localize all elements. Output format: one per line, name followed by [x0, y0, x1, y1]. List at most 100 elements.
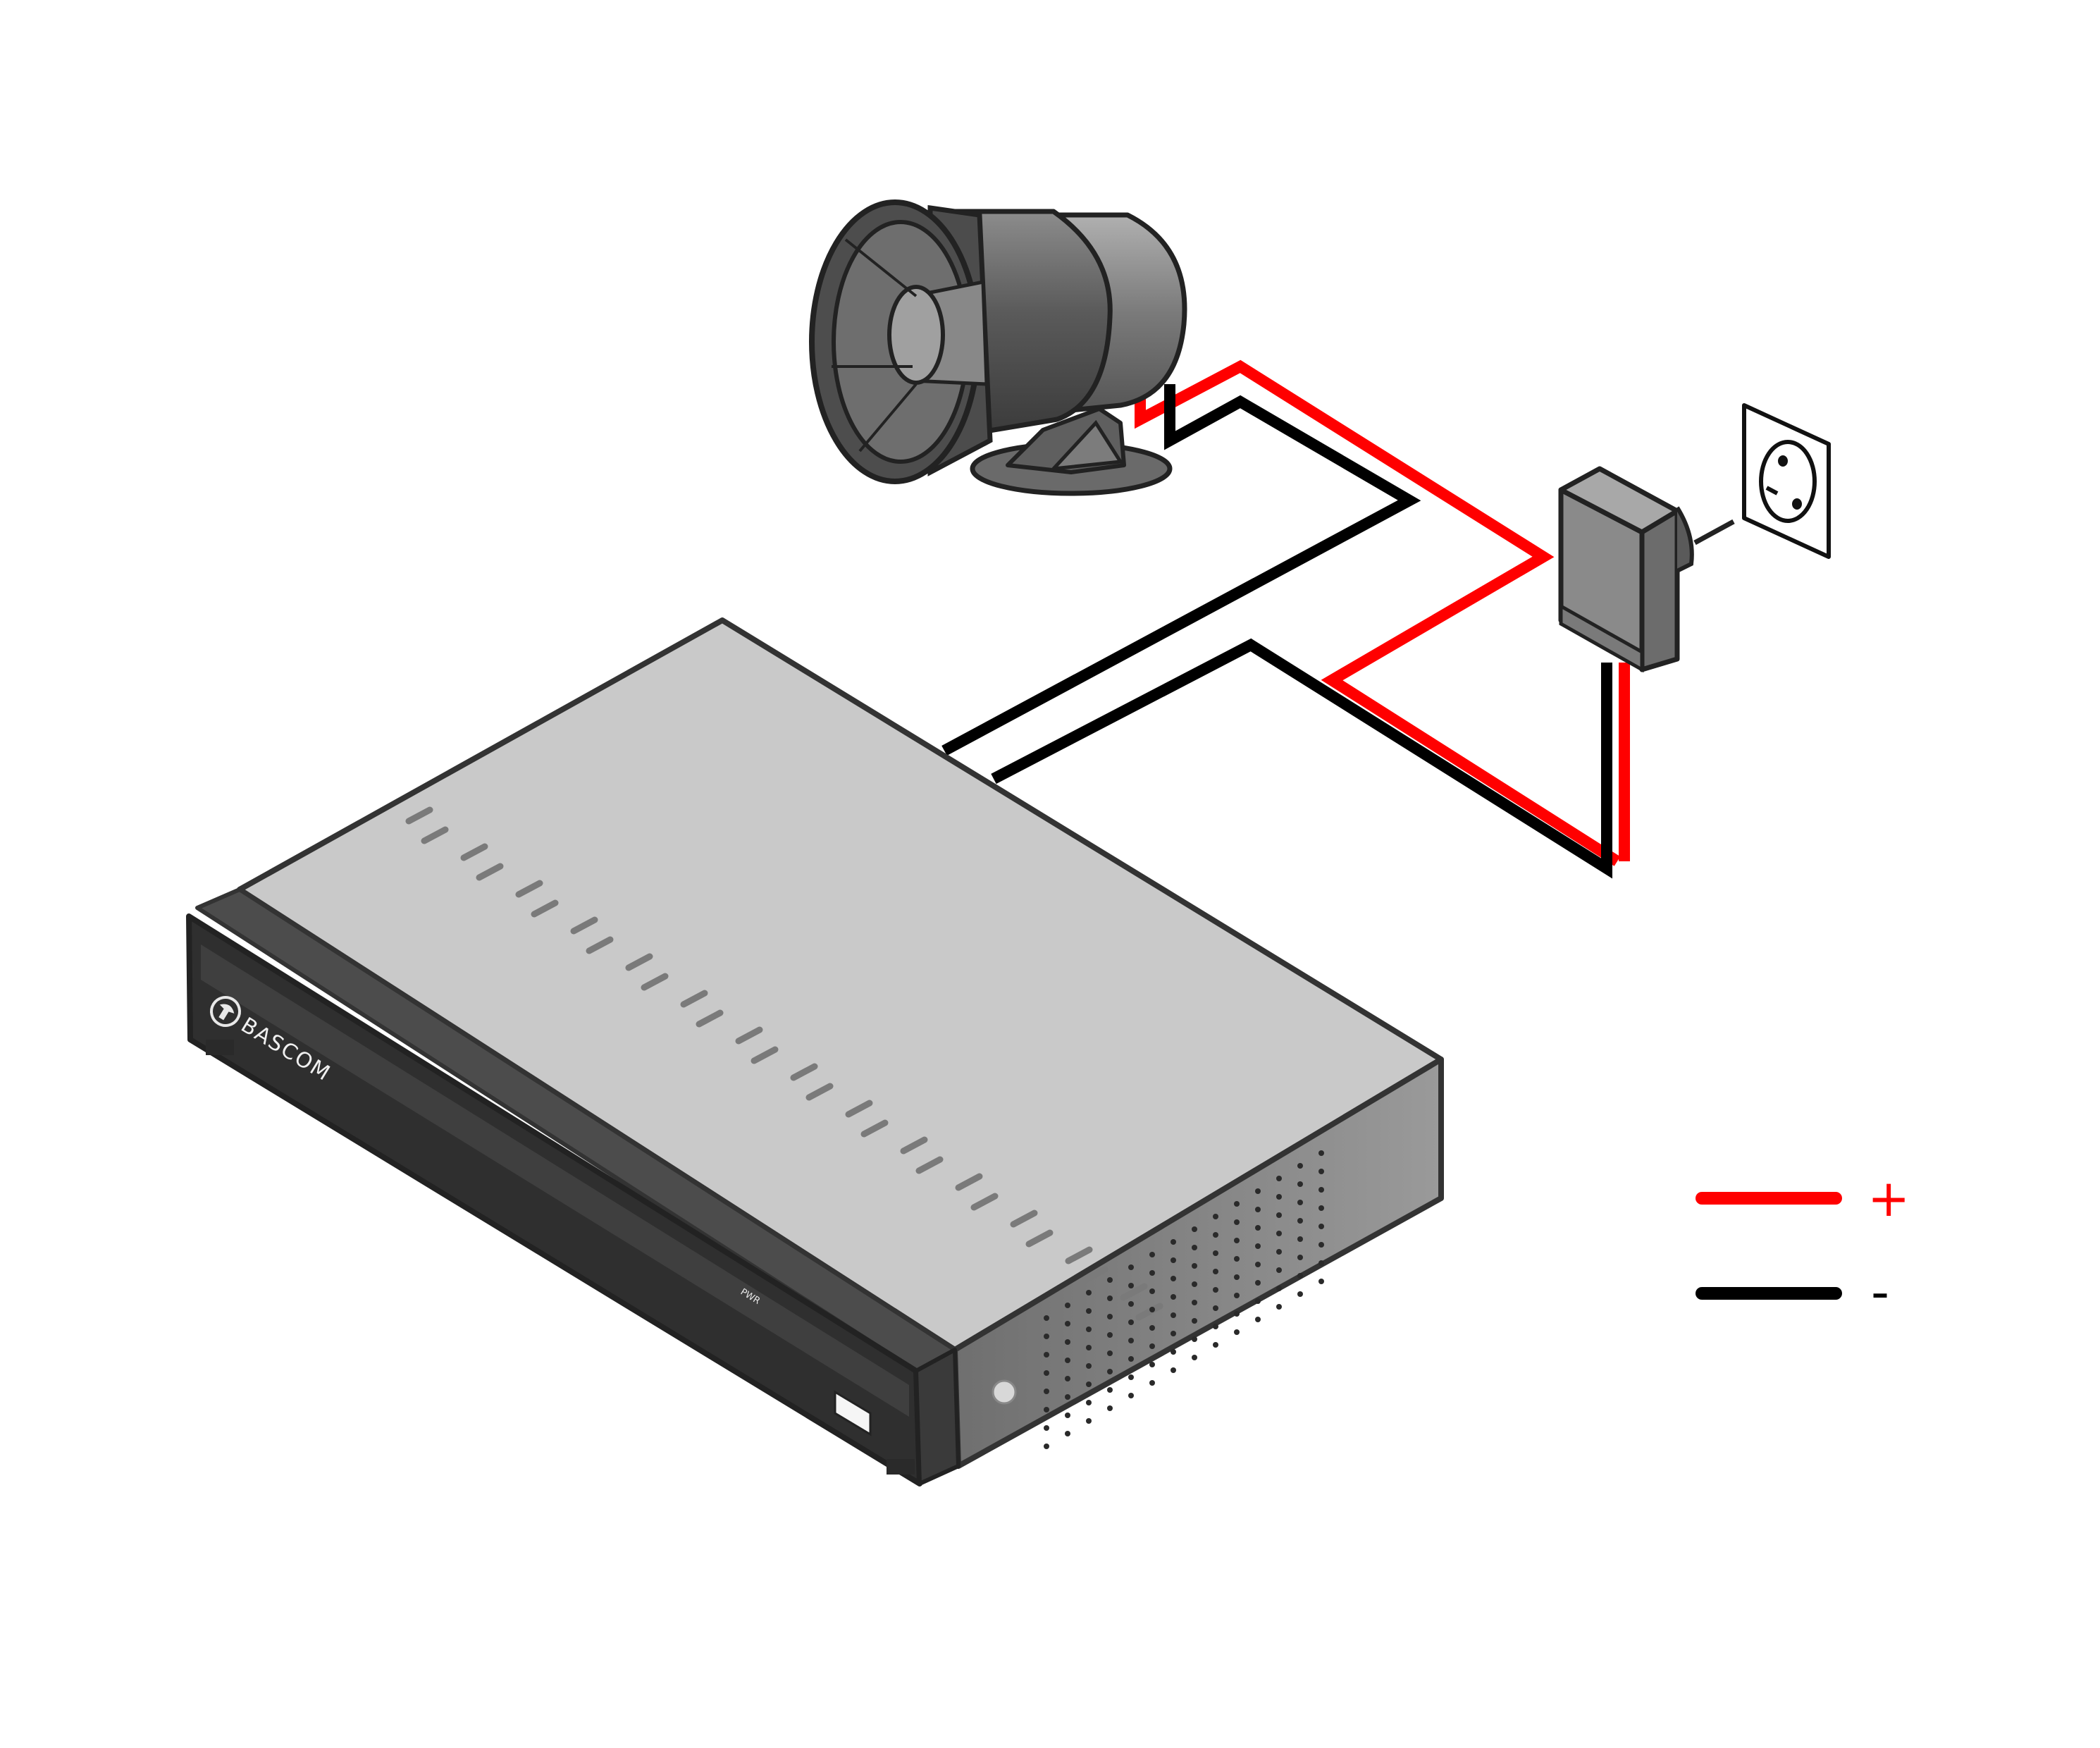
vent-slot	[751, 1046, 779, 1064]
vent-hole	[1171, 1239, 1176, 1245]
vent-hole	[1044, 1334, 1049, 1339]
vent-hole	[1107, 1295, 1113, 1301]
vent-hole	[1213, 1287, 1218, 1293]
vent-hole	[1171, 1276, 1176, 1281]
vent-hole	[1044, 1352, 1049, 1358]
vent-hole	[1297, 1273, 1303, 1279]
vent-hole	[1213, 1250, 1218, 1256]
vent-hole	[1276, 1176, 1282, 1181]
vent-hole	[1255, 1225, 1261, 1231]
adapter-side	[1639, 508, 1680, 672]
vent-hole	[1086, 1363, 1092, 1369]
vent-slot	[696, 1009, 724, 1028]
wires	[941, 359, 1630, 879]
vent-slot	[1120, 1283, 1148, 1301]
vent-hole	[1276, 1304, 1282, 1310]
vent-slot	[405, 806, 433, 825]
vent-slot	[1025, 1229, 1054, 1248]
vent-hole	[1192, 1226, 1197, 1232]
vent-hole	[1128, 1356, 1134, 1362]
dvr-front-bezel-end	[914, 1348, 961, 1486]
vent-hole	[1149, 1362, 1155, 1367]
vent-slot	[625, 953, 653, 971]
vent-hole	[1297, 1163, 1303, 1169]
vent-slot	[970, 1193, 999, 1211]
socket-recess	[1759, 440, 1817, 523]
vent-hole	[1318, 1205, 1324, 1211]
vent-hole	[1255, 1243, 1261, 1249]
vent-hole	[1107, 1405, 1113, 1411]
vent-hole	[1276, 1286, 1282, 1291]
vent-hole	[1192, 1263, 1197, 1269]
vent-hole	[1171, 1312, 1176, 1318]
vent-hole	[1297, 1200, 1303, 1205]
vent-hole	[1255, 1188, 1261, 1194]
vent-hole	[1149, 1252, 1155, 1257]
vent-hole	[1044, 1389, 1049, 1394]
vent-slot	[680, 990, 708, 1008]
vent-slot	[460, 843, 488, 861]
vent-hole	[1192, 1336, 1197, 1342]
vent-hole	[1128, 1283, 1134, 1288]
vent-hole	[1297, 1236, 1303, 1242]
vent-hole	[1213, 1269, 1218, 1274]
vent-hole	[1107, 1387, 1113, 1393]
vent-hole	[1128, 1338, 1134, 1343]
vent-hole	[1276, 1249, 1282, 1255]
vent-hole	[1065, 1376, 1070, 1381]
dvr-top-vents	[405, 806, 1163, 1321]
vent-hole	[1044, 1407, 1049, 1412]
vent-hole	[1171, 1331, 1176, 1336]
vent-hole	[1044, 1444, 1049, 1449]
vent-hole	[1192, 1245, 1197, 1250]
vent-slot	[515, 880, 543, 898]
vent-slot	[805, 1083, 834, 1101]
vent-hole	[1192, 1300, 1197, 1305]
adapter-bottom	[1559, 603, 1644, 673]
vent-hole	[1149, 1288, 1155, 1294]
socket-hole-bottom	[1792, 498, 1802, 510]
vent-slot	[1080, 1266, 1108, 1284]
vent-hole	[1128, 1301, 1134, 1307]
vent-hole	[1234, 1274, 1240, 1280]
vent-hole	[1065, 1339, 1070, 1345]
vent-hole	[1234, 1293, 1240, 1298]
adapter-cord	[1693, 519, 1735, 546]
vent-slot	[531, 899, 559, 918]
vent-slot	[1135, 1303, 1163, 1321]
vent-hole	[1107, 1332, 1113, 1338]
vent-hole	[1318, 1150, 1324, 1156]
vent-hole	[1065, 1358, 1070, 1363]
front-button[interactable]	[834, 1390, 872, 1436]
vent-hole	[1213, 1305, 1218, 1311]
vent-hole	[1149, 1270, 1155, 1276]
vent-slot	[915, 1156, 944, 1174]
vent-hole	[1318, 1169, 1324, 1174]
dvr-recorder-icon: BASCOM PWR	[186, 617, 1444, 1487]
vent-hole	[1213, 1232, 1218, 1238]
vent-hole	[1171, 1294, 1176, 1300]
vent-hole	[1065, 1394, 1070, 1400]
vent-hole	[1276, 1212, 1282, 1218]
vent-slot	[421, 826, 449, 844]
vent-hole	[1149, 1343, 1155, 1349]
dvr-foot-left	[206, 1040, 234, 1055]
vent-hole	[1128, 1374, 1134, 1380]
vent-hole	[1213, 1324, 1218, 1329]
vent-hole	[1065, 1303, 1070, 1308]
vent-hole	[1107, 1350, 1113, 1356]
wire-siren-negative	[941, 384, 1421, 756]
vent-slot	[860, 1119, 889, 1138]
vent-hole	[1192, 1355, 1197, 1360]
vent-hole	[1255, 1262, 1261, 1267]
vent-hole	[1044, 1370, 1049, 1376]
vent-hole	[1065, 1431, 1070, 1436]
vent-slot	[845, 1100, 873, 1118]
vent-hole	[1318, 1224, 1324, 1229]
vent-hole	[1276, 1231, 1282, 1236]
vent-hole	[1297, 1181, 1303, 1187]
vent-slot	[900, 1136, 928, 1155]
vent-hole	[1213, 1342, 1218, 1348]
brand-logo-icon	[210, 996, 241, 1027]
